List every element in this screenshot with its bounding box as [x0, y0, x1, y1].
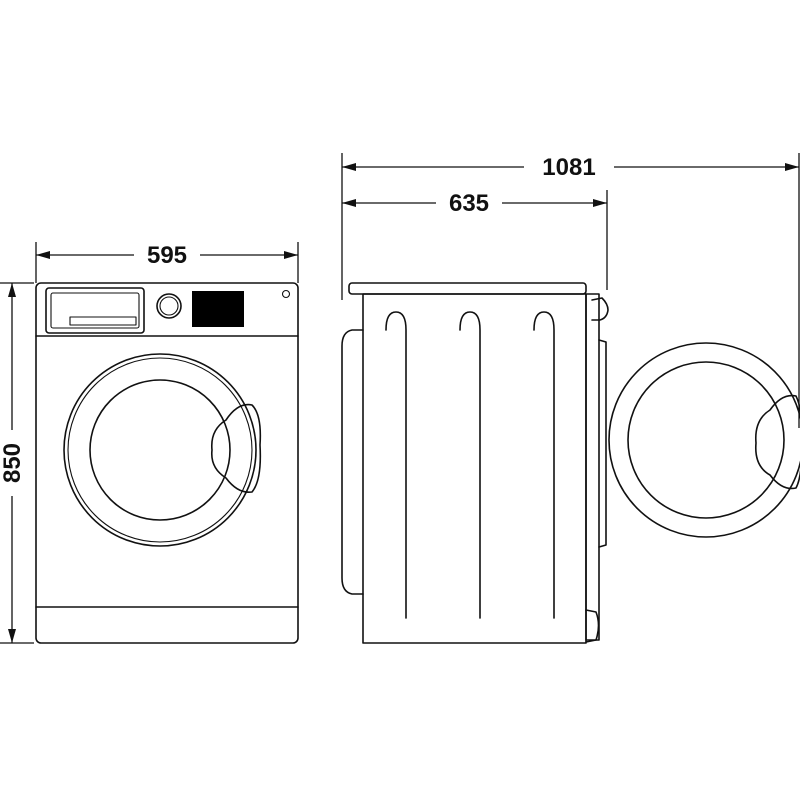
side-view [341, 282, 800, 644]
program-knob-inner [159, 296, 179, 316]
drawer-handle [69, 316, 137, 326]
dimension-height: 850 [0, 282, 34, 644]
dimension-label-depth-door-open: 1081 [542, 154, 595, 181]
detergent-drawer [45, 287, 145, 334]
open-door-outer [608, 342, 800, 538]
door-glass [89, 379, 231, 521]
label-backdrop [0, 430, 26, 496]
door-ring-groove [67, 357, 253, 543]
side-rib-2 [459, 311, 481, 619]
rear-bulge [341, 329, 364, 595]
dimension-label-height: 850 [0, 443, 26, 483]
display-screen [192, 291, 244, 327]
cabinet-outline [35, 282, 299, 644]
arrow-right-icon [785, 163, 799, 171]
dimension-label-width: 595 [147, 242, 187, 269]
label-backdrop [134, 240, 200, 270]
front-view [35, 282, 299, 644]
dimension-width: 595 [35, 240, 299, 283]
side-rib-1 [385, 311, 407, 619]
top-lid [348, 282, 587, 295]
dimension-depth-door-open: 1081 [341, 152, 800, 428]
dimension-depth: 635 [342, 188, 608, 290]
arrow-right-icon [284, 251, 298, 259]
open-door-handle [754, 394, 800, 490]
power-button-icon [281, 289, 291, 299]
arrow-left-icon [36, 251, 50, 259]
detergent-drawer-inner [50, 292, 140, 329]
arrow-right-icon [593, 199, 607, 207]
label-backdrop [524, 152, 614, 182]
door-outer-ring [63, 353, 257, 547]
arrow-top-icon [8, 283, 16, 297]
arrow-left-icon [342, 199, 356, 207]
label-backdrop [436, 188, 502, 218]
side-rib-3 [533, 311, 555, 619]
dimension-label-depth: 635 [449, 190, 489, 217]
arrow-bottom-icon [8, 629, 16, 643]
side-body [362, 293, 587, 644]
door-hinge-area [598, 339, 607, 548]
knob-profile [591, 297, 609, 321]
door-handle [210, 403, 262, 494]
program-knob [156, 293, 182, 319]
front-panel-edge [585, 293, 600, 641]
open-door-glass [627, 361, 785, 519]
front-foot [585, 609, 600, 643]
arrow-left-icon [342, 163, 356, 171]
